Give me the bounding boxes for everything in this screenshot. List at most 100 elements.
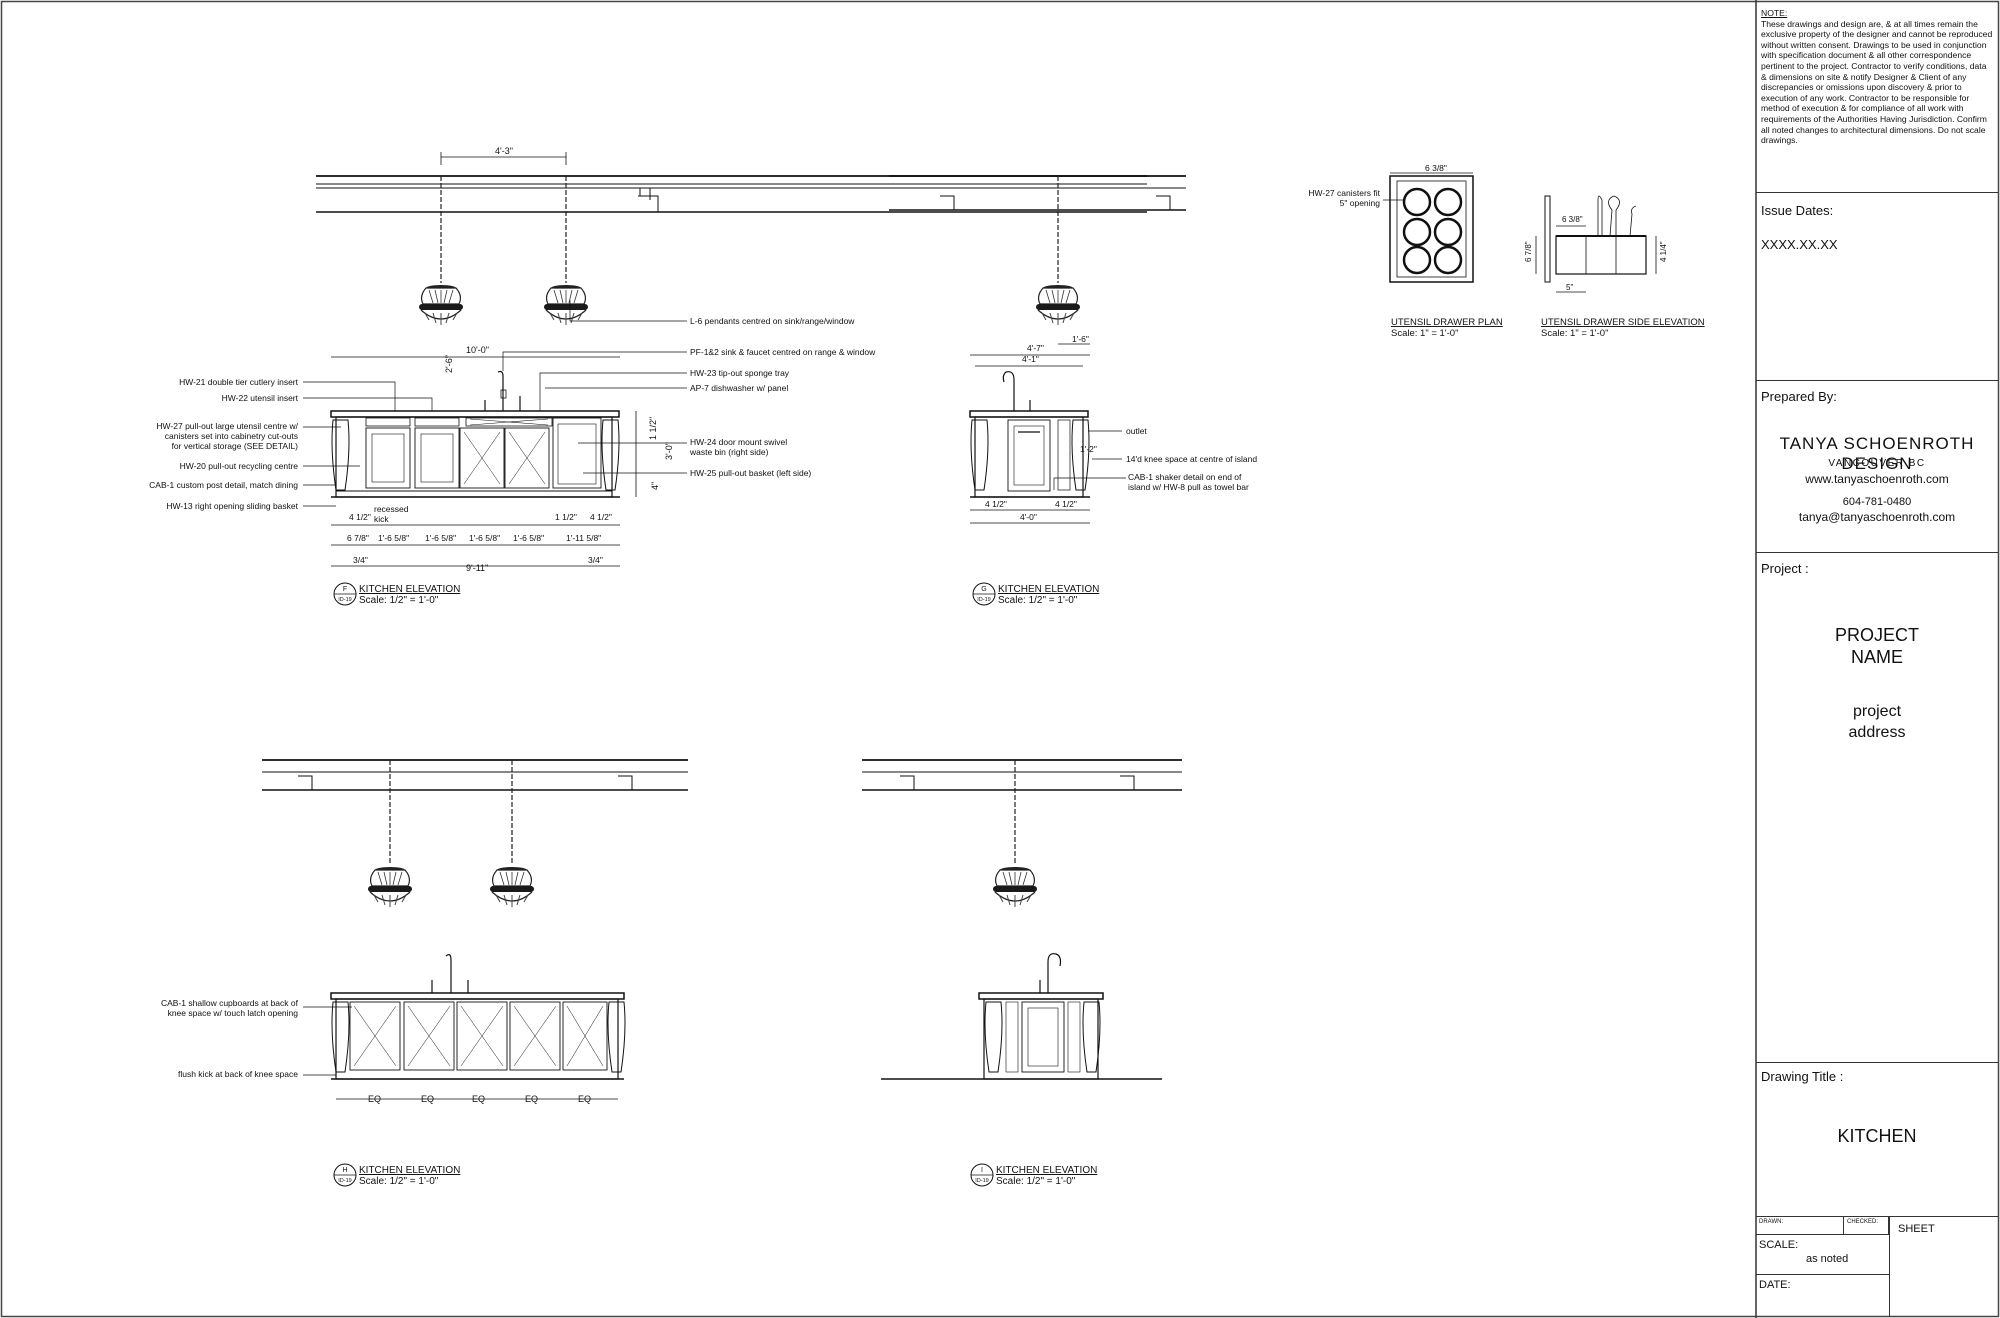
callout-g-1: outlet	[1126, 426, 1147, 436]
company-web[interactable]: www.tanyaschoenroth.com	[1805, 472, 1949, 486]
checked-label: CHECKED:	[1847, 1219, 1879, 1225]
view-scale-f: Scale: 1/2" = 1'-0"	[359, 595, 439, 606]
callout-f-l5: for vertical storage (SEE DETAIL)	[172, 441, 299, 451]
view-page-f: ID-19	[338, 597, 351, 603]
view-page-g: ID-19	[977, 597, 990, 603]
callout-f-r2: PF-1&2 sink & faucet centred on range & …	[690, 347, 876, 357]
company-email[interactable]: tanya@tanyaschoenroth.com	[1798, 510, 1956, 524]
callout-f-l3: HW-27 pull-out large utensil centre w/	[156, 421, 298, 431]
view-page-h: ID-19	[338, 1178, 351, 1184]
eq-3: EQ	[472, 1094, 485, 1104]
drawing-title: KITCHEN	[1837, 1126, 1917, 1146]
company-phone: 604-781-0480	[1842, 496, 1912, 508]
dim-r-a: 1 1/2"	[555, 512, 577, 522]
dim-kick: kick	[374, 514, 389, 524]
callout-f-r4: AP-7 dishwasher w/ panel	[690, 383, 788, 393]
callout-f-l1: HW-21 double tier cutlery insert	[179, 377, 299, 387]
issue-dates-section: Issue Dates: XXXX.XX.XX	[1756, 192, 1998, 380]
side-title: UTENSIL DRAWER SIDE ELEVATION	[1541, 317, 1705, 328]
callout-f-r5: HW-24 door mount swivel	[690, 437, 787, 447]
plan-scale: Scale: 1" = 1'-0"	[1391, 328, 1458, 339]
view-title-i: KITCHEN ELEVATION	[996, 1165, 1097, 1176]
callout-f-l8: HW-13 right opening sliding basket	[166, 501, 298, 511]
company-name: TANYA SCHOENROTH DESIGN	[1779, 434, 1975, 473]
dim-r-b: 4 1/2"	[590, 512, 612, 522]
view-letter-h: H	[342, 1167, 347, 1174]
dim-r4: 1'-6 5/8"	[513, 533, 544, 543]
utensil-drawer-side: 6 3/8" 6 7/8" 4 1/4" 5" UTENSIL DRAWER S…	[1524, 195, 1705, 339]
side-d3: 4 1/4"	[1659, 241, 1668, 262]
dim-height: 3'-0"	[664, 442, 674, 460]
callout-f-r1: L-6 pendants centred on sink/range/windo…	[690, 316, 855, 326]
side-d4: 5"	[1566, 283, 1573, 292]
dim-counter: 10'-0"	[466, 345, 489, 355]
view-letter-f: F	[343, 586, 347, 593]
dim-top: 1 1/2"	[648, 417, 658, 440]
dim-g-post-r: 4 1/2"	[1055, 499, 1077, 509]
dim-r1: 1'-6 5/8"	[378, 533, 409, 543]
dim-r3: 1'-6 5/8"	[469, 533, 500, 543]
footer-section: DRAWN: CHECKED: SHEET SCALE: as noted DA…	[1756, 1216, 1998, 1317]
dim-g-w2: 1'-6"	[1072, 334, 1089, 344]
view-letter-i: I	[981, 1167, 983, 1174]
view-title-f: KITCHEN ELEVATION	[359, 584, 460, 595]
dim-recessed: recessed	[374, 504, 409, 514]
callout-g-3: CAB-1 shaker detail on end of	[1128, 472, 1242, 482]
dim-drop: 2'-6"	[444, 355, 454, 373]
prepared-by-label: Prepared By:	[1761, 389, 1837, 404]
plan-callout-1: HW-27 canisters fit	[1308, 188, 1380, 198]
callout-g-2: 14'd knee space at centre of island	[1126, 454, 1257, 464]
elevation-g: 4'-7" 1'-6" 4'-1" 1'-2" 4 1/2" 4 1/2" 4'…	[889, 175, 1257, 606]
callout-f-l2: HW-22 utensil insert	[222, 393, 299, 403]
eq-2: EQ	[421, 1094, 434, 1104]
view-scale-i: Scale: 1/2" = 1'-0"	[996, 1176, 1076, 1187]
dim-left-a: 6 7/8"	[347, 533, 369, 543]
plan-dim: 6 3/8"	[1425, 163, 1447, 173]
callout-f-r3: HW-23 tip-out sponge tray	[690, 368, 790, 378]
eq-4: EQ	[525, 1094, 538, 1104]
dim-r5: 1'-11 5/8"	[566, 533, 601, 543]
side-d1: 6 3/8"	[1562, 215, 1583, 224]
side-d2: 6 7/8"	[1524, 241, 1533, 262]
callout-f-r7: HW-25 pull-out basket (left side)	[690, 468, 811, 478]
dim-pendant-spacing: 4'-3"	[495, 146, 513, 156]
plan-callout-2: 5" opening	[1340, 198, 1381, 208]
callout-g-4: island w/ HW-8 pull as towel bar	[1128, 482, 1249, 492]
plan-title: UTENSIL DRAWER PLAN	[1391, 317, 1503, 328]
view-title-h: KITCHEN ELEVATION	[359, 1165, 460, 1176]
prepared-by-section: Prepared By: TANYA SCHOENROTH DESIGN VAN…	[1756, 380, 1998, 552]
issue-dates-label: Issue Dates:	[1761, 203, 1834, 218]
view-page-i: ID-19	[975, 1178, 988, 1184]
callout-h-3: flush kick at back of knee space	[178, 1069, 298, 1079]
scale-value: as noted	[1806, 1253, 1849, 1265]
drawing-title-section: Drawing Title : KITCHEN	[1756, 1062, 1998, 1216]
callout-f-l6: HW-20 pull-out recycling centre	[180, 461, 299, 471]
drawn-label: DRAWN:	[1759, 1219, 1784, 1225]
project-label: Project :	[1761, 561, 1809, 576]
sheet-label: SHEET	[1898, 1223, 1935, 1235]
note-text: These drawings and design are, & at all …	[1761, 18, 1993, 146]
company-city: VANCOUVER BC	[1828, 458, 1926, 469]
project-section: Project : PROJECT NAME project address	[1756, 552, 1998, 1062]
callout-f-l7: CAB-1 custom post detail, match dining	[149, 480, 298, 490]
side-scale: Scale: 1" = 1'-0"	[1541, 328, 1608, 339]
callout-f-r6: waste bin (right side)	[689, 447, 769, 457]
utensil-drawer-plan: 6 3/8" HW-27 canisters fit 5" opening UT…	[1308, 163, 1503, 339]
elevation-f: 4'-3" 10'-0" 2'-6" 3'-0" 1	[149, 146, 1147, 606]
dim-g-base: 4'-0"	[1020, 512, 1037, 522]
callout-f-l4: canisters set into cabinetry cut-outs	[165, 431, 298, 441]
view-title-g: KITCHEN ELEVATION	[998, 584, 1099, 595]
dim-g-w1: 4'-7"	[1027, 343, 1044, 353]
date-label: DATE:	[1759, 1279, 1791, 1291]
dim-total: 9'-11"	[466, 563, 488, 573]
callout-h-2: knee space w/ touch latch opening	[168, 1008, 299, 1018]
dim-kick-h: 4"	[650, 482, 660, 490]
view-letter-g: G	[981, 586, 986, 593]
issue-dates-value: XXXX.XX.XX	[1761, 237, 1838, 252]
elevation-h: EQ EQ EQ EQ EQ CAB-1 shallow cupboards a…	[161, 759, 688, 1187]
note-heading: NOTE:	[1761, 8, 1788, 18]
dim-overhang-r: 3/4"	[588, 555, 603, 565]
view-scale-h: Scale: 1/2" = 1'-0"	[359, 1176, 439, 1187]
